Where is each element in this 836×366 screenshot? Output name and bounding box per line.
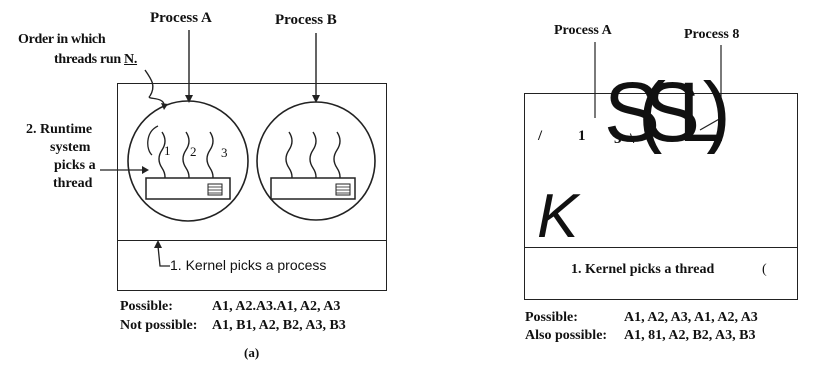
left-runtime-arrowhead <box>142 166 149 174</box>
right-also-label: Also possible: <box>525 328 608 343</box>
left-thread-a2 <box>182 131 190 187</box>
left-possible-value: A1, A2.A3.A1, A2, A3 <box>212 299 341 314</box>
right-possible-label: Possible: <box>525 310 578 325</box>
right-also-value: A1, 81, A2, B2, A3, B3 <box>624 328 756 343</box>
left-process-a-arrowhead <box>185 95 193 103</box>
right-garbled-backslash: \ <box>630 131 635 147</box>
left-thread-num-1: 1 <box>164 143 171 158</box>
left-possible-label: Possible: <box>120 299 173 314</box>
left-order-arrowhead <box>161 103 168 110</box>
right-kernel-label: 1. Kernel picks a thread <box>571 262 715 277</box>
left-order-arrow <box>144 69 154 97</box>
right-kernel-divider <box>524 247 798 248</box>
right-process-b-line <box>699 45 722 131</box>
left-address-space-box <box>117 83 387 291</box>
left-order-label-line1: Order in which <box>18 32 106 47</box>
left-kernel-divider <box>117 240 387 241</box>
left-order-label-line2: threads run N. <box>54 52 137 68</box>
left-kernel-arrow <box>157 245 170 267</box>
left-runtime-box-b <box>270 177 356 200</box>
left-process-b-label: Process B <box>275 12 337 28</box>
right-possible-value: A1, A2, A3, A1, A2, A3 <box>624 310 758 325</box>
left-kernel-arrowhead <box>154 240 162 248</box>
left-thread-num-2: 2 <box>190 144 197 159</box>
right-kernel-paren: ( <box>762 262 767 277</box>
left-order-label-text: threads run <box>54 52 121 67</box>
left-runtime-line1: 2. Runtime <box>26 122 93 137</box>
left-thread-b2 <box>309 131 317 187</box>
left-order-label-n: N. <box>124 52 138 67</box>
left-not-possible-value: A1, B1, A2, B2, A3, B3 <box>212 318 346 333</box>
left-thread-a1 <box>158 131 166 187</box>
right-garbled-1: 1 <box>578 128 586 144</box>
left-thread-table-a <box>207 183 223 196</box>
left-thread-table-b <box>335 183 351 196</box>
right-garbled-slash: / <box>538 128 543 144</box>
left-process-b-arrowhead <box>312 95 320 103</box>
right-address-space-box <box>524 93 798 300</box>
left-runtime-line2: system <box>50 140 91 155</box>
left-not-possible-label: Not possible: <box>120 318 198 333</box>
left-thread-num-3: 3 <box>221 145 228 160</box>
left-thread-b3 <box>333 131 341 187</box>
left-caption: (a) <box>244 345 260 360</box>
left-runtime-line3: picks a <box>54 158 96 173</box>
left-thread-b1 <box>285 131 293 187</box>
right-process-b-label: Process 8 <box>684 27 740 42</box>
right-garbled-large-text: S(SL) <box>604 70 731 154</box>
right-garbled-3: 3 <box>614 131 622 147</box>
left-process-a-label: Process A <box>150 10 212 26</box>
left-runtime-line4: thread <box>53 176 93 191</box>
left-thread-pick-arrow <box>147 125 159 156</box>
left-kernel-label: 1. Kernel picks a process <box>170 257 327 273</box>
right-garbled-k: K <box>537 182 579 251</box>
left-thread-a3 <box>206 131 214 187</box>
right-process-a-label: Process A <box>554 23 612 38</box>
